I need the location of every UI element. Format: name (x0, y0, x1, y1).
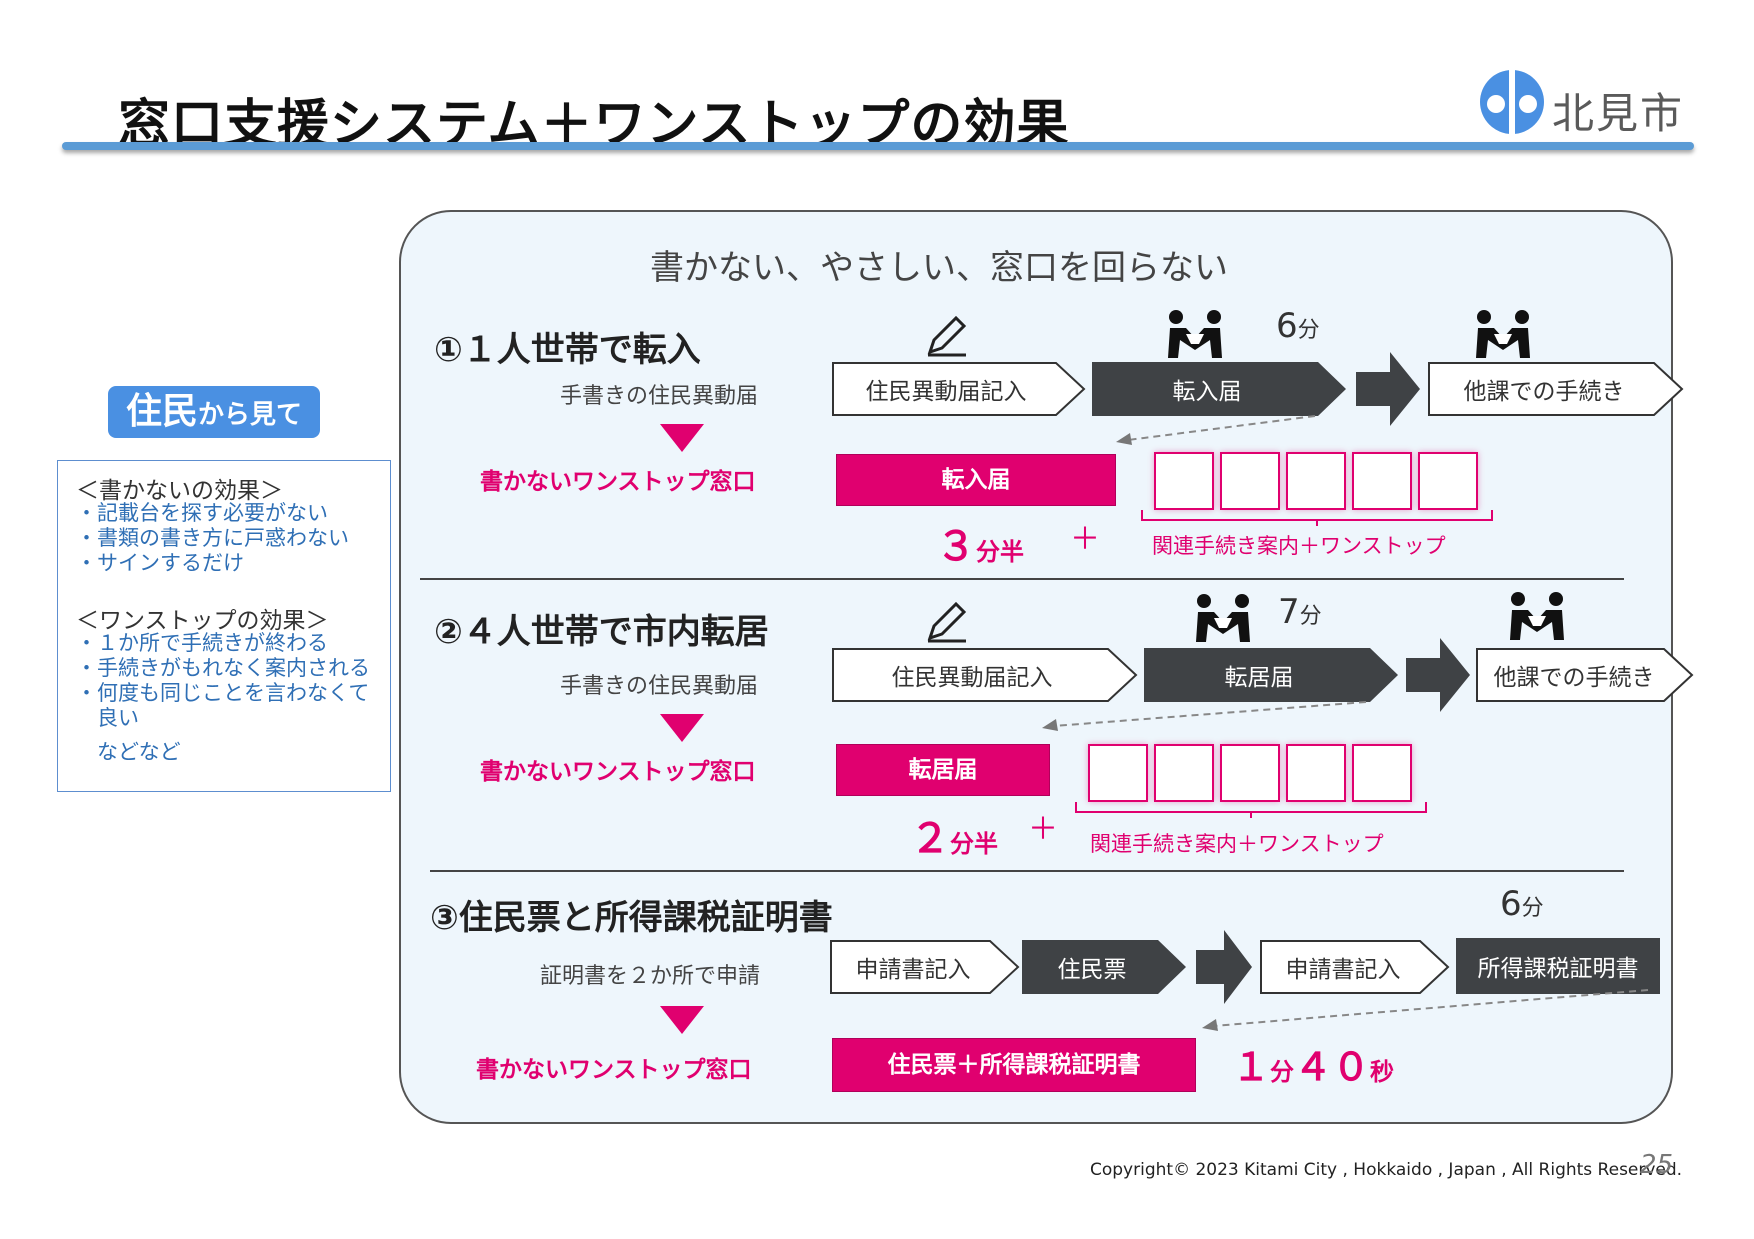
step-label: 他課での手続き (1493, 665, 1655, 691)
section-2-onestop-bar: 転居届 (836, 744, 1050, 796)
right-arrow-icon (1356, 352, 1420, 430)
section-2-after-label: 書かないワンストップ窓口 (480, 759, 756, 785)
section-2-before-time: 7分 (1278, 592, 1322, 632)
effects-item: ・記載台を探す必要がない (76, 501, 328, 525)
procedure-box (1352, 744, 1412, 802)
section-1-before-time: 6分 (1276, 306, 1320, 346)
bracket (1074, 800, 1428, 822)
step-label: 申請書記入 (855, 957, 971, 983)
procedure-box (1154, 744, 1214, 802)
right-arrow-icon (1406, 638, 1470, 716)
section-1-after-label: 書かないワンストップ窓口 (480, 469, 756, 495)
right-arrow-icon (1196, 930, 1252, 1008)
down-arrow-icon (660, 714, 704, 742)
step-chevron: 他課での手続き (1476, 648, 1694, 702)
pencil-icon (924, 312, 970, 362)
effects-heading: ＜書かないの効果＞ (76, 478, 283, 504)
down-arrow-icon (660, 1006, 704, 1034)
step-chevron: 申請書記入 (830, 940, 1020, 994)
copyright: Copyright© 2023 Kitami City , Hokkaido ,… (1090, 1160, 1683, 1180)
procedure-box (1220, 452, 1280, 510)
effects-item: ・１か所で手続きが終わる (76, 631, 328, 655)
procedure-box (1154, 452, 1214, 510)
badge-main: 住民 (125, 391, 198, 432)
section-1-title: ①１人世帯で転入 (434, 330, 701, 370)
effects-item: ・サインするだけ (76, 551, 244, 575)
step-chevron-dark: 住民票 (1022, 940, 1188, 994)
procedure-box (1286, 452, 1346, 510)
title-underline (62, 142, 1694, 150)
resident-view-badge: 住民から見て (108, 386, 320, 438)
section-1-onestop-bar: 転入届 (836, 454, 1116, 506)
step-chevron: 住民異動届記入 (832, 362, 1086, 416)
effects-item: ・何度も同じことを言わなくて (76, 681, 370, 705)
dashed-arrow (1036, 698, 1370, 736)
kitami-logo-icon (1478, 68, 1546, 140)
section-divider (420, 578, 1624, 580)
logo-text: 北見市 (1552, 89, 1685, 138)
section-2-before-label: 手書きの住民異動届 (560, 674, 759, 699)
section-3-after-label: 書かないワンストップ窓口 (476, 1057, 752, 1083)
pencil-icon (924, 598, 970, 648)
procedure-box (1286, 744, 1346, 802)
section-2-related-label: 関連手続き案内＋ワンストップ (1090, 832, 1384, 856)
effects-item: 良い (76, 706, 139, 730)
section-2-title: ②４人世帯で市内転居 (434, 612, 769, 652)
step-label: 住民異動届記入 (865, 379, 1027, 405)
section-3-before-time: 6分 (1500, 884, 1544, 924)
section-1-related-label: 関連手続き案内＋ワンストップ (1152, 534, 1446, 558)
panel-heading: 書かない、やさしい、窓口を回らない (650, 248, 1228, 288)
step-label: 住民異動届記入 (891, 665, 1053, 691)
bracket (1140, 508, 1494, 530)
step-label: 他課での手続き (1463, 379, 1625, 405)
step-chevron-dark: 転居届 (1144, 648, 1400, 702)
step-box-dark: 所得課税証明書 (1456, 938, 1660, 994)
procedure-box (1220, 744, 1280, 802)
page-number: 25 (1640, 1150, 1674, 1180)
effects-item: ・書類の書き方に戸惑わない (76, 526, 349, 550)
dashed-arrow (1110, 412, 1320, 450)
handshake-icon (1474, 308, 1532, 364)
step-label: 所得課税証明書 (1477, 956, 1639, 982)
step-chevron: 申請書記入 (1260, 940, 1450, 994)
section-2-new-time: ２分半 (910, 816, 998, 862)
section-1-before-label: 手書きの住民異動届 (560, 384, 759, 409)
effects-item: ・手続きがもれなく案内される (76, 656, 370, 680)
section-3-onestop-bar: 住民票＋所得課税証明書 (832, 1038, 1196, 1092)
handshake-icon (1508, 590, 1566, 646)
section-1-new-time: ３分半 (936, 524, 1024, 570)
plus-sign: ＋ (1028, 812, 1058, 847)
effects-heading: ＜ワンストップの効果＞ (76, 608, 329, 634)
section-3-before-label: 証明書を２か所で申請 (540, 964, 761, 989)
effects-item: などなど (76, 740, 181, 764)
handshake-icon (1194, 592, 1252, 648)
step-chevron: 他課での手続き (1428, 362, 1684, 416)
step-label: 申請書記入 (1285, 957, 1401, 983)
procedure-box (1088, 744, 1148, 802)
step-label: 転入届 (1172, 379, 1242, 405)
step-chevron-dark: 転入届 (1092, 362, 1348, 416)
procedure-box (1352, 452, 1412, 510)
down-arrow-icon (660, 424, 704, 452)
handshake-icon (1166, 308, 1224, 364)
procedure-box (1418, 452, 1478, 510)
effects-box: ＜書かないの効果＞・記載台を探す必要がない・書類の書き方に戸惑わない・サインする… (57, 460, 391, 792)
section-divider (430, 870, 1624, 872)
badge-small: から見て (198, 400, 303, 430)
section-3-new-time: １分４０秒 (1232, 1045, 1395, 1089)
step-label: 住民票 (1057, 957, 1127, 983)
step-label: 転居届 (1224, 665, 1294, 691)
section-3-title: ③住民票と所得課税証明書 (430, 898, 833, 938)
plus-sign: ＋ (1070, 522, 1100, 557)
step-chevron: 住民異動届記入 (832, 648, 1138, 702)
dashed-arrow (1196, 986, 1652, 1036)
